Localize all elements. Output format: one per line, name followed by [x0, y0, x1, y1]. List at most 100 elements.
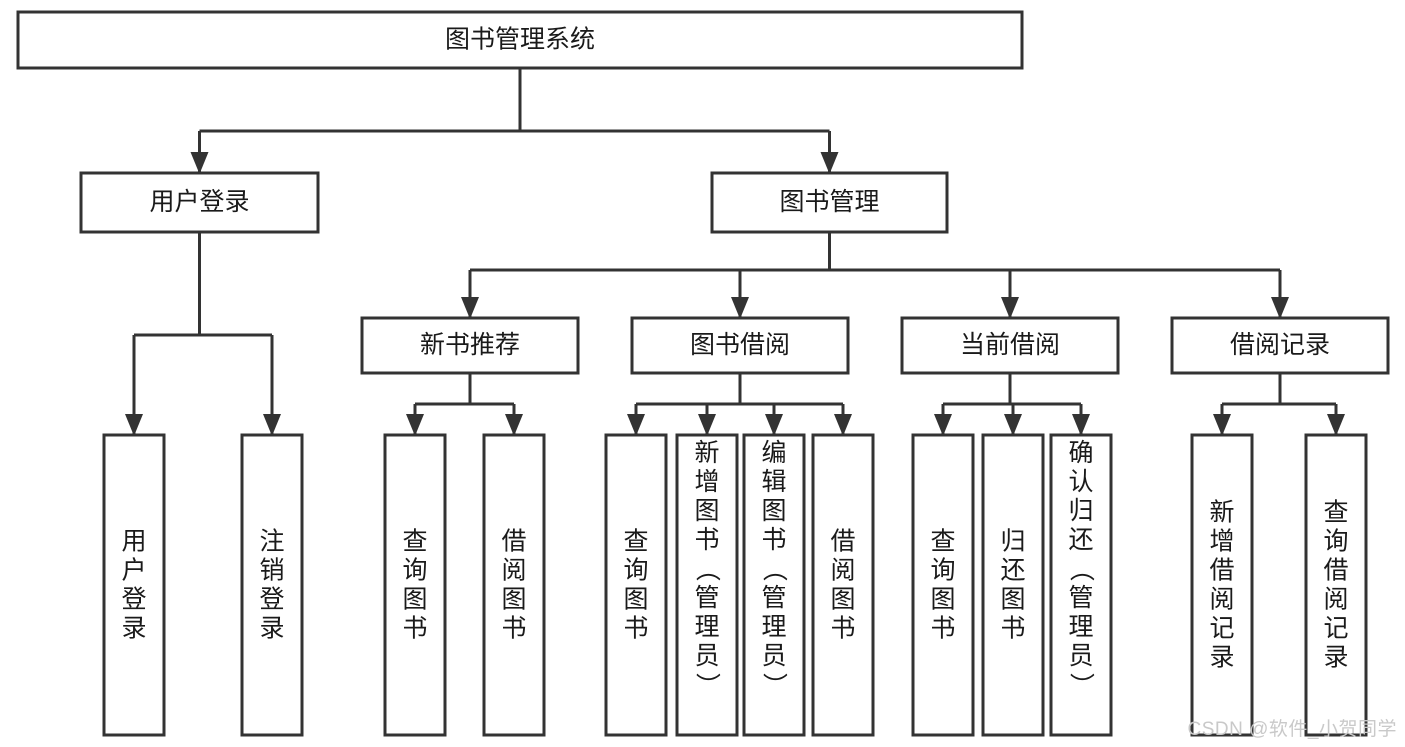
node-root[interactable]: 图书管理系统 — [16, 10, 1024, 70]
node-label-char: （ — [1067, 556, 1095, 581]
node-label-char: 阅 — [1323, 586, 1348, 614]
node-label-char: ） — [1067, 672, 1095, 697]
node-label-char: 查 — [1323, 499, 1348, 527]
node-label-char: 录 — [259, 615, 284, 643]
node-book-borrow[interactable]: 图书借阅 — [630, 316, 850, 375]
arrow-head-icon — [820, 152, 839, 174]
node-label-char: 查 — [930, 528, 955, 556]
arrow-head-icon — [1072, 414, 1090, 436]
node-label-char: 书 — [623, 615, 648, 643]
node-label-char: 借 — [830, 528, 855, 556]
node-label-char: （ — [760, 556, 788, 581]
node-label-char: 图 — [694, 497, 719, 525]
node-label-char: 还 — [1000, 557, 1025, 585]
node-label-char: 理 — [694, 613, 719, 641]
node-label-char: 书 — [830, 615, 855, 643]
node-label-char: 书 — [930, 615, 955, 643]
node-label-char: 管 — [1068, 584, 1093, 612]
node-new-book-recommend[interactable]: 新书推荐 — [360, 316, 580, 375]
node-current-borrow[interactable]: 当前借阅 — [900, 316, 1120, 375]
arrow-head-icon — [190, 152, 209, 174]
node-user-login[interactable]: 用户登录 — [79, 171, 320, 234]
node-label-char: 增 — [1209, 528, 1234, 556]
node-box-leaf-borrow-book-1 — [482, 433, 546, 737]
node-label-user-login: 用户登录 — [149, 188, 249, 216]
node-box-user-login — [79, 171, 320, 234]
node-label-char: 询 — [1323, 528, 1348, 556]
node-label-char: 登 — [259, 586, 284, 614]
node-label-char: 注 — [259, 528, 284, 556]
arrow-head-icon — [461, 297, 479, 319]
node-label-char: 查 — [623, 528, 648, 556]
node-label-char: ） — [760, 672, 788, 697]
node-label-char: 员 — [1068, 642, 1093, 670]
node-label-char: 图 — [501, 586, 526, 614]
arrow-head-icon — [406, 414, 424, 436]
node-label-char: 编 — [761, 439, 786, 467]
node-box-current-borrow — [900, 316, 1120, 375]
node-label-char: （ — [693, 556, 721, 581]
node-label-char: 书 — [694, 526, 719, 554]
node-label-char: 销 — [259, 557, 284, 585]
node-label-char: 用 — [121, 528, 146, 556]
node-borrow-record[interactable]: 借阅记录 — [1170, 316, 1390, 375]
node-box-leaf-query-book-2 — [604, 433, 668, 737]
arrow-head-icon — [934, 414, 952, 436]
node-label-char: 还 — [1068, 526, 1093, 554]
node-box-leaf-logout — [240, 433, 304, 737]
node-label-char: 归 — [1000, 528, 1025, 556]
node-label-char: 阅 — [501, 557, 526, 585]
node-label-char: 记 — [1209, 615, 1234, 643]
node-label-char: 借 — [1209, 557, 1234, 585]
node-label-char: 确 — [1068, 439, 1093, 467]
arrow-head-icon — [1327, 414, 1345, 436]
node-label-char: 书 — [501, 615, 526, 643]
node-label-char: 图 — [830, 586, 855, 614]
node-box-leaf-query-record — [1304, 433, 1368, 737]
node-box-leaf-user-login — [102, 433, 166, 737]
node-label-char: 录 — [121, 615, 146, 643]
node-label-char: 图 — [1000, 586, 1025, 614]
node-label-char: 借 — [1323, 557, 1348, 585]
node-layer: 图书管理系统用户登录图书管理新书推荐图书借阅当前借阅借阅记录用户登录注销登录查询… — [16, 10, 1390, 737]
node-label-char: 录 — [1209, 644, 1234, 672]
node-label-char: 录 — [1323, 644, 1348, 672]
node-label-char: 记 — [1323, 615, 1348, 643]
node-label-current-borrow: 当前借阅 — [960, 331, 1060, 359]
node-box-leaf-edit-book — [742, 433, 806, 737]
node-label-char: 新 — [1209, 499, 1234, 527]
node-label-char: 员 — [761, 642, 786, 670]
node-label-char: 图 — [402, 586, 427, 614]
node-label-char: 认 — [1068, 468, 1093, 496]
node-box-leaf-return-book — [981, 433, 1045, 737]
node-label-char: 阅 — [1209, 586, 1234, 614]
node-leaf-user-login[interactable]: 用户登录 — [102, 433, 166, 737]
node-label-char: 员 — [694, 642, 719, 670]
arrow-head-icon — [1271, 297, 1289, 319]
arrow-head-icon — [1001, 297, 1019, 319]
arrow-head-icon — [765, 414, 783, 436]
node-label-char: 询 — [930, 557, 955, 585]
node-book-management[interactable]: 图书管理 — [710, 171, 949, 234]
node-label-char: 阅 — [830, 557, 855, 585]
node-label-char: 户 — [121, 557, 146, 585]
arrow-head-icon — [834, 414, 852, 436]
arrow-head-icon — [263, 414, 281, 436]
node-box-book-borrow — [630, 316, 850, 375]
node-label-char: 辑 — [761, 468, 786, 496]
node-label-char: 理 — [761, 613, 786, 641]
node-label-new-book-recommend: 新书推荐 — [420, 331, 520, 359]
